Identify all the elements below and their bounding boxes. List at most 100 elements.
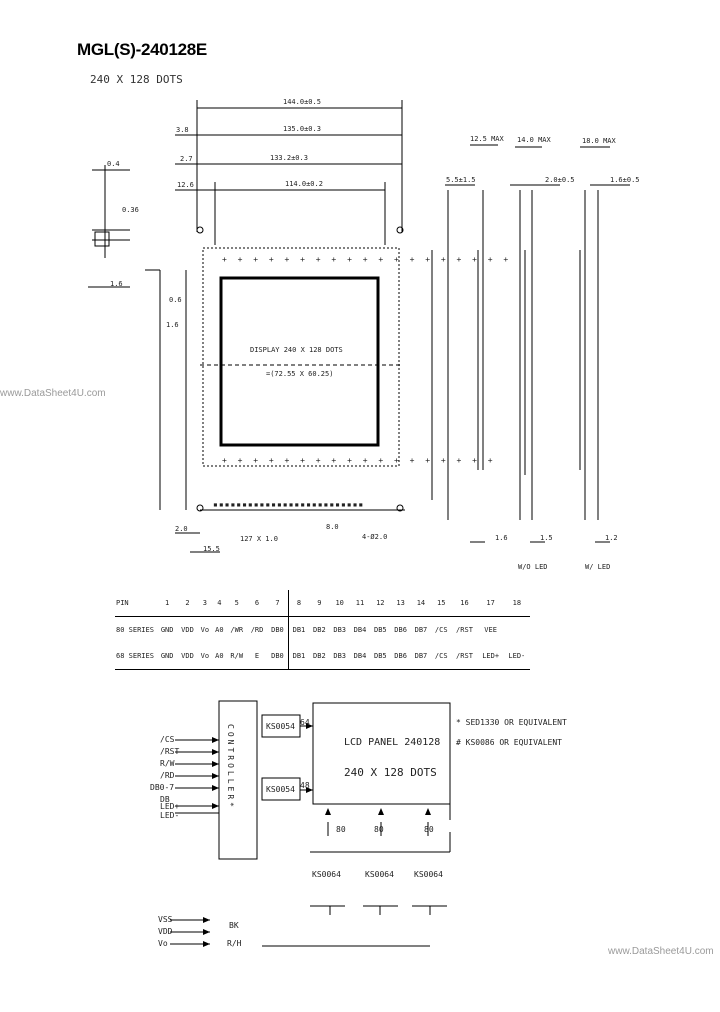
dim-06b: 0.6 xyxy=(169,296,182,304)
power-vdd: VDD xyxy=(158,927,173,936)
pixel-row-top: + + + + + + + + + + + + + + + + + + + xyxy=(222,255,512,264)
pin-number: 4 xyxy=(212,590,227,617)
column-driver-3: KS0064 xyxy=(414,870,443,879)
pin-signal: /CS xyxy=(431,643,452,670)
side-dim-12: 1.2 xyxy=(605,534,618,542)
pin-table: PIN 1 2 3 4 5 6 7 8 9 10 11 12 13 14 15 … xyxy=(115,590,530,670)
dim-left-27: 2.7 xyxy=(180,155,193,163)
dim-active-width: 114.0±0.2 xyxy=(285,180,323,188)
pin-number: 7 xyxy=(267,590,289,617)
pin-signal: DB3 xyxy=(333,626,347,634)
pin-signal: GND xyxy=(160,626,174,634)
input-signal: DB xyxy=(160,795,170,804)
pin-signal: DB3 xyxy=(329,643,350,670)
pin-signal: Vo xyxy=(200,626,210,634)
column-driver-2: KS0064 xyxy=(365,870,394,879)
side-dim-125: 12.5 MAX xyxy=(470,135,504,143)
pin-number: 8 xyxy=(288,590,310,617)
note-driver: # KS0086 OR EQUIVALENT xyxy=(456,738,562,747)
pin-signal: DB5 xyxy=(373,626,387,634)
bus-80b: 80 xyxy=(374,825,384,834)
pin-signal: /CS xyxy=(434,626,448,634)
pin-number: 15 xyxy=(431,590,452,617)
side-view-without-led: W/O LED xyxy=(518,563,548,571)
pin-signal: LED+ xyxy=(477,643,504,670)
input-signal: LED- xyxy=(160,811,180,820)
pin-number-row: PIN 1 2 3 4 5 6 7 8 9 10 11 12 13 14 15 … xyxy=(115,590,530,617)
input-signal: DB0-7 xyxy=(150,783,175,792)
pin-number: 17 xyxy=(477,590,504,617)
bus-80a: 80 xyxy=(336,825,346,834)
controller-label: CONTROLLER* xyxy=(226,724,235,810)
side-dim-180: 18.0 MAX xyxy=(582,137,616,145)
dim-036: 0.36 xyxy=(122,206,139,214)
side-dim-140: 14.0 MAX xyxy=(517,136,551,144)
side-dim-55: 5.5±1.5 xyxy=(446,176,476,184)
pin-number: 10 xyxy=(329,590,350,617)
dim-overall-width: 144.0±0.5 xyxy=(283,98,321,106)
pin-signal: DB4 xyxy=(349,643,371,670)
bus-64: 64 xyxy=(300,718,310,727)
pin-signal: R/W xyxy=(226,643,247,670)
side-view-with-led: W/ LED xyxy=(585,563,611,571)
pin-signal: A0 xyxy=(215,626,224,634)
dim-left-38: 3.8 xyxy=(176,126,189,134)
input-signal: /CS xyxy=(160,735,175,744)
pin-signal: DB0 xyxy=(267,643,289,670)
watermark-bottom: www.DataSheet4U.com xyxy=(608,946,714,957)
series68-label: 68 SERIES xyxy=(115,643,157,670)
dim-hole: 4-Ø2.0 xyxy=(362,533,388,541)
pin-signal: VDD xyxy=(181,626,194,634)
pin-signal: /RST xyxy=(451,643,478,670)
pixel-row-bottom: + + + + + + + + + + + + + + + + + + xyxy=(222,456,496,465)
series80-row: 80 SERIES GND VDD Vo A0 /WR /RD DB0 DB1 … xyxy=(115,616,530,643)
pin-number: 3 xyxy=(197,590,213,617)
pin-number: 5 xyxy=(226,590,247,617)
pin-signal: /RD xyxy=(250,626,264,634)
pin-signal: DB7 xyxy=(414,626,428,634)
display-label-line2: =(72.55 X 60.25) xyxy=(266,370,334,378)
pin-signal: E xyxy=(246,643,268,670)
input-signal: /RST xyxy=(160,747,180,756)
pin-signal: A0 xyxy=(212,643,227,670)
column-driver-1: KS0064 xyxy=(312,870,341,879)
input-signal: LED+ xyxy=(160,802,180,811)
bus-80c: 80 xyxy=(424,825,434,834)
connector-pins: ▪▪▪▪▪▪▪▪▪▪▪▪▪▪▪▪▪▪▪▪▪▪▪▪▪▪ xyxy=(213,500,365,509)
pin-signal: DB2 xyxy=(313,626,326,634)
side-dim-16c: 1.6 xyxy=(495,534,508,542)
input-signal: /RD xyxy=(160,771,175,780)
bus-48: 48 xyxy=(300,781,310,790)
display-label-line1: DISPLAY 240 X 128 DOTS xyxy=(250,346,343,354)
series80-label: 80 SERIES xyxy=(116,626,154,634)
side-dim-15: 1.5 xyxy=(540,534,553,542)
driver-top: KS0054 xyxy=(266,722,295,731)
pin-header-label: PIN xyxy=(115,590,157,617)
pin-signal: DB1 xyxy=(288,643,310,670)
pin-signal: DB6 xyxy=(394,626,407,634)
pin-signal: LED- xyxy=(503,643,530,670)
series68-row: 68 SERIES GND VDD Vo A0 R/W E DB0 DB1 DB… xyxy=(115,643,530,670)
lcd-panel-line1: LCD PANEL 240128 xyxy=(344,737,441,748)
pin-number: 6 xyxy=(246,590,268,617)
pin-number: 11 xyxy=(349,590,371,617)
pin-number: 18 xyxy=(503,590,530,617)
side-dim-16: 1.6±0.5 xyxy=(610,176,640,184)
pin-number: 14 xyxy=(410,590,432,617)
pin-number: 9 xyxy=(309,590,330,617)
dim-16: 1.6 xyxy=(110,280,123,288)
pin-signal: /WR xyxy=(230,626,244,634)
dim-16b: 1.6 xyxy=(166,321,179,329)
dim-04: 0.4 xyxy=(107,160,120,168)
pin-number: 1 xyxy=(157,590,178,617)
page-subtitle: 240 X 128 DOTS xyxy=(90,73,183,86)
dim-view-width: 133.2±0.3 xyxy=(270,154,308,162)
pin-signal: DB0 xyxy=(267,616,289,643)
pin-signal: /RST xyxy=(456,626,473,634)
dim-bezel-width: 135.0±0.3 xyxy=(283,125,321,133)
pin-signal: GND xyxy=(157,643,178,670)
input-signal: R/W xyxy=(160,759,175,768)
power-vss: VSS xyxy=(158,915,173,924)
watermark-left: www.DataSheet4U.com xyxy=(0,388,106,399)
